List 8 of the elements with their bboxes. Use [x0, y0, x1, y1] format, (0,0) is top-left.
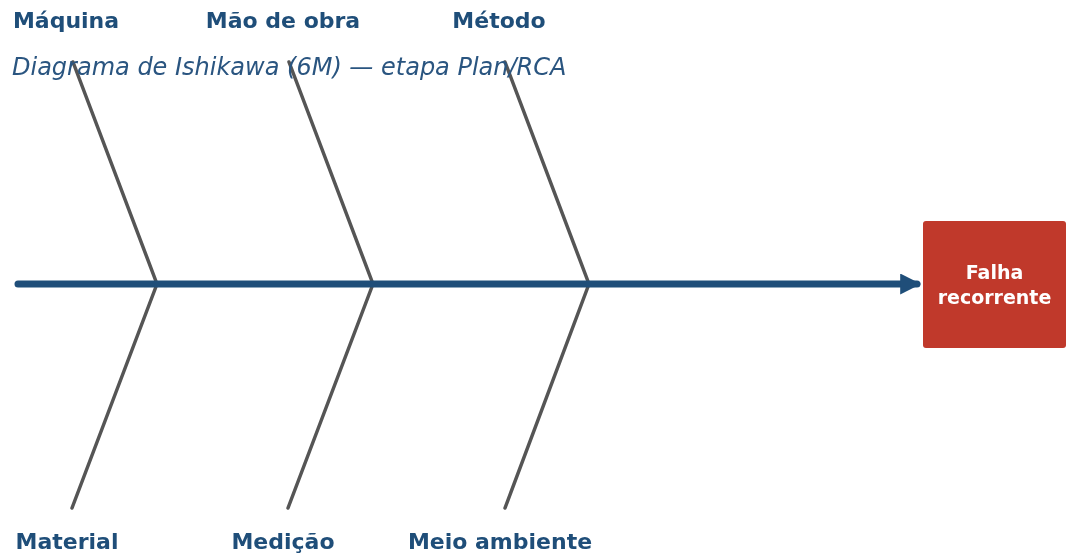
- category-label: Método: [452, 8, 546, 33]
- category-label: Material: [15, 529, 119, 554]
- category-label: Mão de obra: [205, 8, 361, 33]
- category-label: Medição: [231, 529, 335, 554]
- category-label: Meio ambiente: [407, 529, 593, 554]
- spine-arrow: [14, 273, 922, 295]
- category-label: Máquina: [12, 8, 120, 33]
- effect-box: Falha recorrente: [923, 221, 1066, 348]
